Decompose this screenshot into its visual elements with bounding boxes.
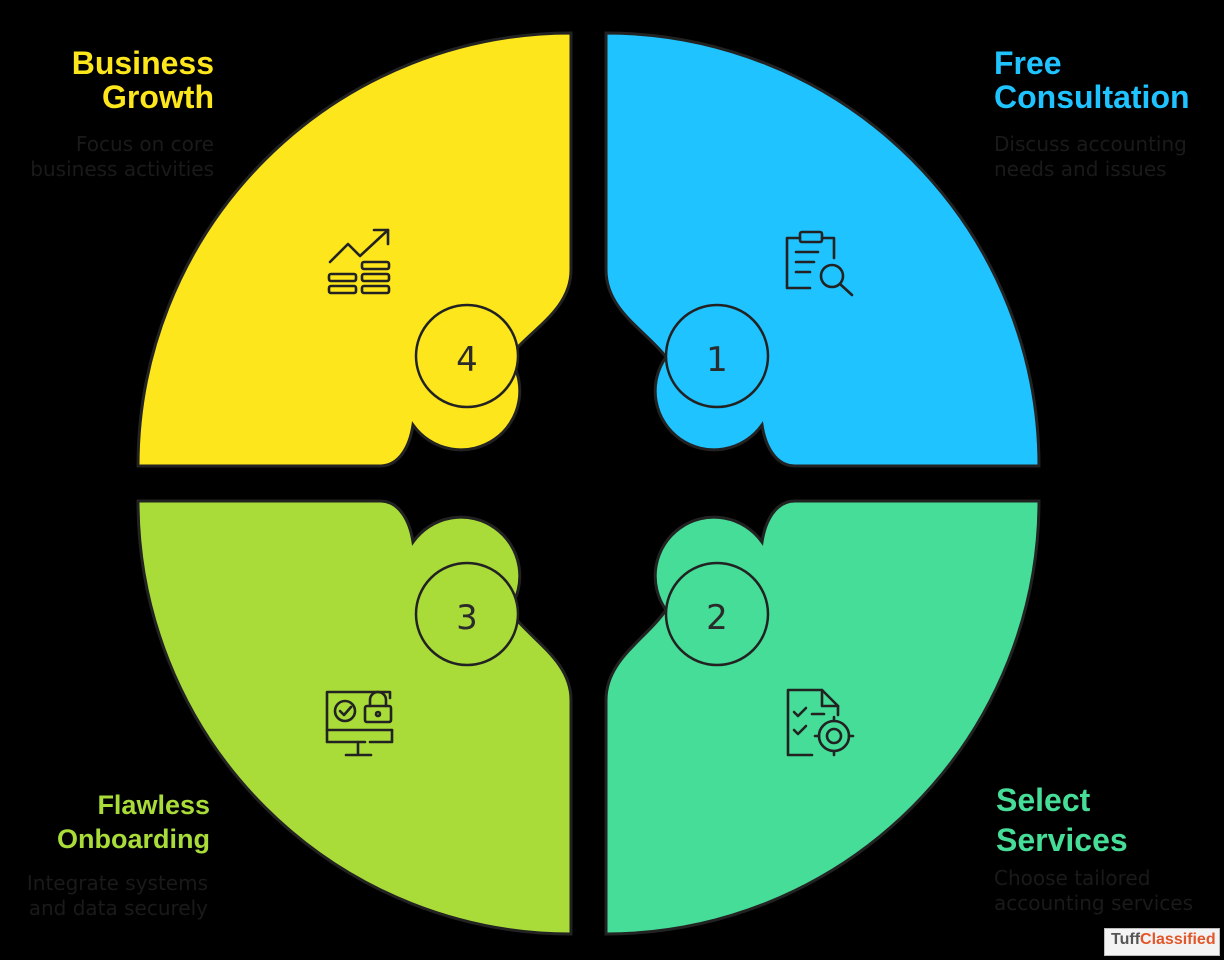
step-2-title: Select Services [996, 780, 1128, 860]
step-1-number: 1 [706, 340, 728, 380]
step-3-desc-line2: and data securely [28, 896, 208, 920]
step-2-title-line2: Services [996, 822, 1128, 858]
step-3-number: 3 [456, 598, 478, 638]
step-4-description: Focus on core business activities [30, 132, 214, 182]
step-2-circle [664, 561, 770, 667]
step-4-desc-line2: business activities [30, 157, 214, 181]
step-3-circle [414, 561, 520, 667]
watermark-text-part1: Tuff [1111, 931, 1141, 948]
step-4-title-line2: Growth [102, 79, 214, 115]
step-3-title: Flawless Onboarding [57, 788, 210, 856]
step-1-title-line2: Consultation [994, 79, 1190, 115]
step-2-description: Choose tailored accounting services [994, 866, 1193, 916]
growth-coins-icon [327, 228, 391, 295]
step-4-number: 4 [456, 340, 478, 380]
quadrant-1 [604, 31, 1041, 468]
step-4-desc-line1: Focus on core [75, 132, 214, 156]
step-3-title-line1: Flawless [97, 790, 210, 820]
quadrant-2 [604, 499, 1041, 936]
step-2-desc-line1: Choose tailored [994, 866, 1151, 890]
step-1-desc-line1: Discuss accounting [994, 132, 1187, 156]
watermark-logo: TuffClassified [1104, 928, 1220, 956]
step-2-number: 2 [706, 598, 728, 638]
step-1-title: Free Consultation [994, 46, 1190, 114]
step-4-title-line1: Business [71, 45, 214, 81]
step-1-desc-line2: needs and issues [994, 157, 1167, 181]
quadrant-3 [136, 499, 573, 936]
step-3-description: Integrate systems and data securely [27, 871, 208, 921]
step-1-title-line1: Free [994, 45, 1062, 81]
watermark-text-part2: Classified [1140, 931, 1216, 948]
step-3-title-line2: Onboarding [57, 824, 210, 854]
clipboard-search-icon [785, 230, 854, 297]
step-4-title: Business Growth [72, 46, 214, 114]
step-2-desc-line2: accounting services [994, 891, 1194, 915]
step-1-description: Discuss accounting needs and issues [994, 132, 1187, 182]
step-2-title-line1: Select [996, 782, 1091, 818]
monitor-lock-icon [325, 690, 394, 757]
document-gear-icon [786, 688, 855, 757]
step-1-circle [664, 303, 770, 409]
step-4-circle [414, 303, 520, 409]
step-3-desc-line1: Integrate systems [26, 871, 208, 895]
